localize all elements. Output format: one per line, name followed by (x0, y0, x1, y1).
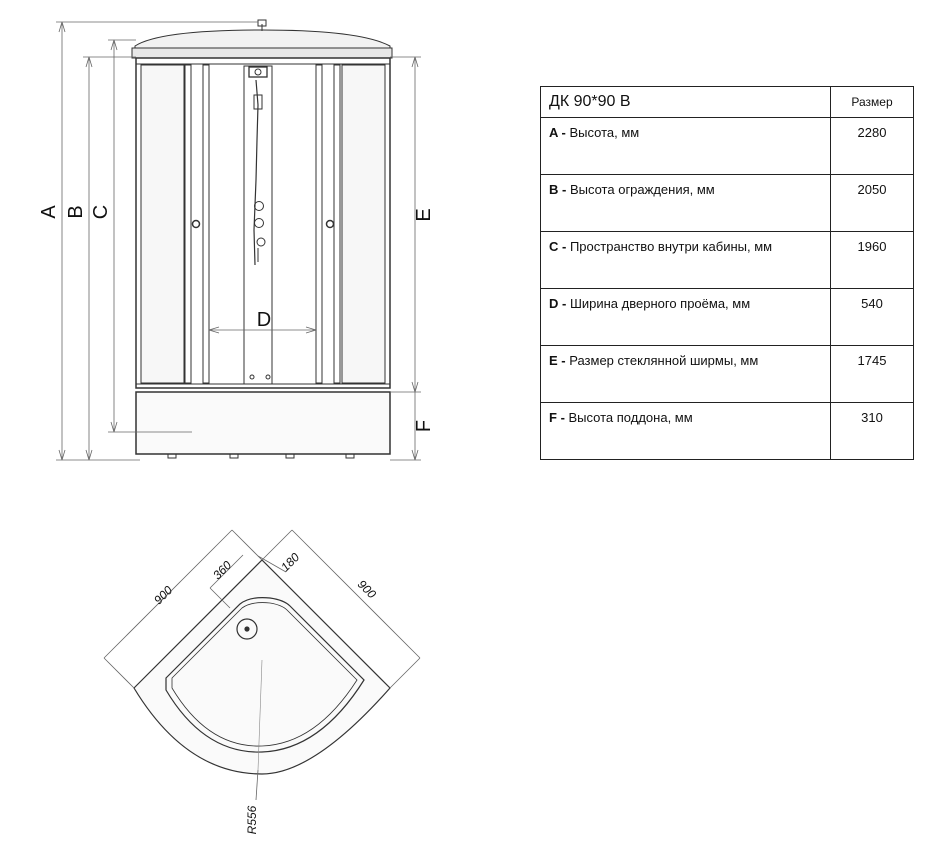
param-value: 310 (830, 402, 914, 460)
param-text: Высота поддона, мм (568, 410, 693, 425)
param-letter: B (549, 182, 559, 197)
shower-tray (135, 391, 391, 455)
param-text: Высота ограждения, мм (569, 182, 715, 197)
dimensions-table: ДК 90*90 B Размер A - Высота, мм 2280 B … (540, 86, 914, 460)
dim-label-width-right: 900 (355, 577, 379, 601)
param-sep: - (558, 182, 570, 197)
back-panel (243, 65, 273, 385)
dim-label-360: 360 (210, 558, 234, 582)
drain (236, 618, 258, 640)
param-value: 1745 (830, 345, 914, 403)
left-door-handle (191, 219, 201, 229)
right-glass-panel (341, 64, 386, 384)
param-letter: E (549, 353, 558, 368)
param-text: Высота, мм (569, 125, 640, 140)
param-value: 1960 (830, 231, 914, 289)
model-name: ДК 90*90 B (540, 86, 831, 118)
dim-label-f: F (413, 420, 435, 432)
param-sep: - (558, 296, 570, 311)
param-value: 2050 (830, 174, 914, 232)
param-text: Ширина дверного проёма, мм (569, 296, 751, 311)
dim-label-e: E (413, 208, 435, 221)
param-sep: - (558, 239, 570, 254)
table-row: F - Высота поддона, мм 310 (540, 402, 914, 460)
left-glass-panel (140, 64, 185, 384)
dim-label-180: 180 (278, 550, 302, 574)
param-letter: C (549, 239, 559, 254)
table-row: D - Ширина дверного проёма, мм 540 (540, 288, 914, 346)
top-view (133, 559, 391, 775)
param-value: 2280 (830, 117, 914, 175)
param-sep: - (557, 125, 570, 140)
table-header-row: ДК 90*90 B Размер (540, 86, 914, 118)
table-row: B - Высота ограждения, мм 2050 (540, 174, 914, 232)
dim-label-a: A (38, 205, 60, 219)
param-letter: A (549, 125, 558, 140)
top-dimension-lines (103, 529, 421, 801)
roof-rim (131, 47, 393, 59)
param-letter: D (549, 296, 559, 311)
param-value: 540 (830, 288, 914, 346)
dim-label-d: D (257, 309, 271, 331)
right-door-handle (325, 219, 335, 229)
param-sep: - (557, 353, 570, 368)
front-view (131, 19, 393, 459)
param-sep: - (556, 410, 569, 425)
dim-label-width-left: 900 (151, 583, 175, 607)
dim-label-c: C (90, 205, 112, 219)
param-text: Пространство внутри кабины, мм (569, 239, 773, 254)
table-row: E - Размер стеклянной ширмы, мм 1745 (540, 345, 914, 403)
size-header: Размер (830, 86, 914, 118)
front-dimension-lines (56, 21, 421, 461)
dim-label-b: B (65, 205, 87, 218)
table-row: C - Пространство внутри кабины, мм 1960 (540, 231, 914, 289)
front-dimension-labels: A B C D E F (38, 205, 435, 432)
table-row: A - Высота, мм 2280 (540, 117, 914, 175)
tray-inner (165, 597, 365, 753)
dim-label-radius: R556 (245, 805, 259, 834)
param-text: Размер стеклянной ширмы, мм (569, 353, 759, 368)
param-letter: F (549, 410, 557, 425)
